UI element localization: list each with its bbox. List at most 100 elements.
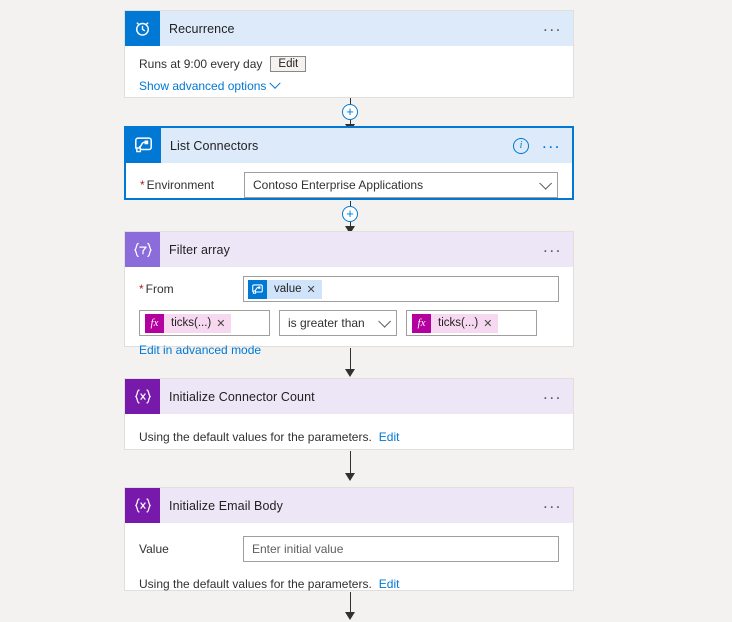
filter-braces-icon: [125, 232, 160, 267]
token-body: value ✕: [267, 279, 322, 299]
environment-label: Environment: [140, 178, 244, 192]
flow-card-initialize-email-body[interactable]: Initialize Email Body ... Value Enter in…: [124, 487, 574, 591]
show-advanced-options-link[interactable]: Show advanced options: [139, 79, 267, 93]
token-remove-icon[interactable]: ✕: [216, 317, 226, 330]
chevron-down-icon: [269, 77, 282, 89]
defaults-row: Using the default values for the paramet…: [139, 577, 559, 591]
card-menu-icon[interactable]: ...: [542, 133, 561, 152]
token-body: ticks(...) ✕: [431, 313, 499, 333]
card-header-actions: ...: [540, 232, 565, 267]
token-ticks-left[interactable]: fx ticks(...) ✕: [145, 313, 232, 333]
card-header[interactable]: List Connectors i ...: [126, 128, 572, 163]
card-header-actions: ...: [540, 379, 565, 414]
value-placeholder: Enter initial value: [252, 542, 344, 556]
show-advanced-options-row[interactable]: Show advanced options: [139, 77, 559, 93]
card-header-actions: i ...: [513, 128, 564, 163]
flow-connector-icon: [248, 279, 267, 299]
info-icon[interactable]: i: [513, 137, 530, 154]
condition-operator-dropdown[interactable]: is greater than: [279, 310, 397, 336]
token-remove-icon[interactable]: ✕: [306, 283, 316, 296]
card-title: Recurrence: [169, 21, 235, 36]
value-label: Value: [139, 542, 169, 556]
flow-connector-icon: [126, 128, 161, 163]
arrow-head-icon: [345, 473, 355, 481]
chevron-down-icon: [539, 176, 552, 190]
card-body: Environment Contoso Enterprise Applicati…: [126, 163, 572, 210]
card-title: Filter array: [169, 242, 230, 257]
from-field-row: From value ✕: [139, 276, 559, 302]
alarm-clock-icon: [125, 11, 160, 46]
card-title: Initialize Connector Count: [169, 389, 315, 404]
token-ticks-right[interactable]: fx ticks(...) ✕: [412, 313, 499, 333]
card-menu-icon[interactable]: ...: [543, 16, 562, 35]
token-label: ticks(...): [171, 317, 212, 329]
flow-card-filter-array[interactable]: Filter array ... From: [124, 231, 574, 357]
card-menu-icon[interactable]: ...: [543, 237, 562, 256]
arrow-head-icon: [345, 226, 355, 234]
chevron-down-icon: [378, 314, 391, 328]
function-fx-icon: fx: [412, 313, 431, 333]
card-header-actions: ...: [540, 11, 565, 46]
card-header-actions: ...: [540, 488, 565, 523]
connector-list-connectors-to-filter-array: +: [342, 201, 358, 234]
card-body: Using the default values for the paramet…: [125, 414, 573, 456]
connector-line: [349, 592, 351, 612]
from-input[interactable]: value ✕: [243, 276, 559, 302]
token-remove-icon[interactable]: ✕: [483, 317, 493, 330]
connector-line: [349, 348, 351, 369]
arrow-head-icon: [345, 369, 355, 377]
connector-line: [349, 98, 351, 104]
connector-line: [349, 222, 351, 226]
connector-filter-array-to-initialize-connector-count: [342, 348, 358, 377]
insert-step-button[interactable]: +: [342, 104, 358, 120]
filter-condition-row: fx ticks(...) ✕ is greater than fx: [139, 310, 559, 336]
defaults-text: Using the default values for the paramet…: [139, 430, 372, 444]
token-value[interactable]: value ✕: [248, 279, 322, 299]
recurrence-schedule-text: Runs at 9:00 every day: [139, 57, 263, 71]
connector-trailing: [342, 592, 358, 620]
card-body: From value ✕: [125, 267, 573, 369]
card-title: Initialize Email Body: [169, 498, 283, 513]
recurrence-summary-row: Runs at 9:00 every day Edit: [139, 56, 559, 72]
defaults-row: Using the default values for the paramet…: [139, 430, 559, 444]
connector-line: [349, 201, 351, 206]
card-body: Value Enter initial value Using the defa…: [125, 523, 573, 603]
environment-value: Contoso Enterprise Applications: [253, 178, 424, 192]
defaults-edit-link[interactable]: Edit: [378, 430, 400, 444]
connector-initialize-connector-count-to-initialize-email-body: [342, 451, 358, 481]
token-label: value: [274, 283, 302, 295]
defaults-text: Using the default values for the paramet…: [139, 577, 372, 591]
insert-step-button[interactable]: +: [342, 206, 358, 222]
environment-field-row: Environment Contoso Enterprise Applicati…: [140, 172, 558, 198]
connector-line: [349, 120, 351, 124]
edit-in-advanced-mode-link[interactable]: Edit in advanced mode: [139, 343, 262, 357]
recurrence-edit-button[interactable]: Edit: [270, 56, 307, 72]
environment-dropdown[interactable]: Contoso Enterprise Applications: [244, 172, 558, 198]
condition-right-input[interactable]: fx ticks(...) ✕: [406, 310, 537, 336]
variable-braces-icon: [125, 488, 160, 523]
condition-operator-value: is greater than: [288, 316, 365, 330]
defaults-edit-link[interactable]: Edit: [378, 577, 400, 591]
flow-card-list-connectors[interactable]: List Connectors i ... Environment Contos…: [124, 126, 574, 200]
variable-braces-icon: [125, 379, 160, 414]
card-menu-icon[interactable]: ...: [543, 384, 562, 403]
connector-line: [349, 451, 351, 473]
card-body: Runs at 9:00 every day Edit Show advance…: [125, 46, 573, 105]
token-body: ticks(...) ✕: [164, 313, 232, 333]
token-label: ticks(...): [438, 317, 479, 329]
card-title: List Connectors: [170, 138, 259, 153]
card-header[interactable]: Initialize Connector Count ...: [125, 379, 573, 414]
card-header[interactable]: Recurrence ...: [125, 11, 573, 46]
flow-card-initialize-connector-count[interactable]: Initialize Connector Count ... Using the…: [124, 378, 574, 450]
condition-left-input[interactable]: fx ticks(...) ✕: [139, 310, 270, 336]
flow-card-recurrence[interactable]: Recurrence ... Runs at 9:00 every day Ed…: [124, 10, 574, 98]
card-header[interactable]: Filter array ...: [125, 232, 573, 267]
card-menu-icon[interactable]: ...: [543, 493, 562, 512]
function-fx-icon: fx: [145, 313, 164, 333]
card-header[interactable]: Initialize Email Body ...: [125, 488, 573, 523]
arrow-head-icon: [345, 612, 355, 620]
from-label: From: [139, 282, 243, 296]
edit-advanced-mode-row: Edit in advanced mode: [139, 343, 559, 357]
value-input[interactable]: Enter initial value: [243, 536, 559, 562]
